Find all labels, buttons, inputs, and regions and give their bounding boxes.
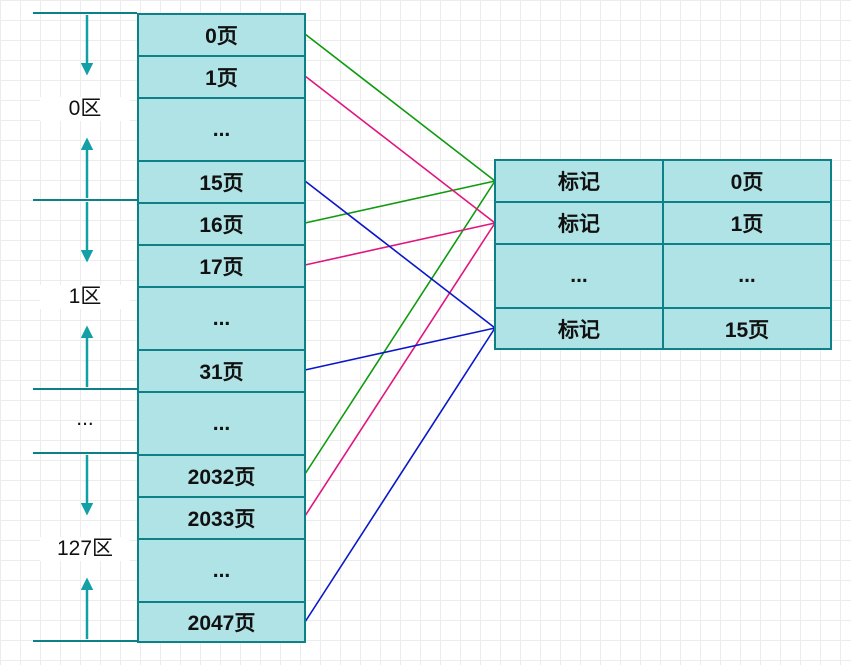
page-cell-ellipsis: ... bbox=[137, 286, 306, 351]
page-cell-label: 31页 bbox=[199, 361, 244, 384]
page-cell-label: 2032页 bbox=[187, 466, 256, 489]
map-line-blue bbox=[304, 327, 496, 623]
mark-page-cell: 15页 bbox=[662, 307, 832, 350]
zone-label-0: 0区 bbox=[40, 97, 130, 121]
page-cell-15: 15页 bbox=[137, 160, 306, 204]
map-line-blue bbox=[304, 180, 496, 329]
mark-page-label: ... bbox=[738, 264, 756, 287]
page-cell-label: 1页 bbox=[205, 67, 238, 90]
mark-page-label: 1页 bbox=[730, 213, 764, 236]
map-line-green bbox=[304, 180, 496, 475]
page-cell-1: 1页 bbox=[137, 55, 306, 99]
page-cell-ellipsis: ... bbox=[137, 538, 306, 603]
page-cell-label: 15页 bbox=[199, 172, 244, 195]
zone-label-1: 1区 bbox=[40, 285, 130, 309]
page-cell-2032: 2032页 bbox=[137, 454, 306, 498]
page-cell-ellipsis: ... bbox=[137, 391, 306, 456]
mark-page-cell: 0页 bbox=[662, 159, 832, 203]
page-cell-2047: 2047页 bbox=[137, 601, 306, 643]
page-cell-label: 17页 bbox=[199, 256, 244, 279]
page-cell-label: 16页 bbox=[199, 214, 244, 237]
page-cell-label: 0页 bbox=[205, 25, 238, 48]
page-cell-ellipsis: ... bbox=[137, 97, 306, 162]
mark-label: ... bbox=[570, 264, 588, 287]
mark-label: 标记 bbox=[558, 318, 600, 342]
mark-cell: 标记 bbox=[494, 159, 664, 203]
page-cell-0: 0页 bbox=[137, 13, 306, 57]
map-line-green bbox=[304, 33, 496, 182]
map-line-blue bbox=[304, 327, 496, 371]
map-line-pink bbox=[304, 222, 496, 517]
page-cell-2033: 2033页 bbox=[137, 496, 306, 540]
mark-page-cell: 1页 bbox=[662, 201, 832, 245]
page-cell-label: ... bbox=[212, 411, 231, 435]
zone-label-ellipsis: ... bbox=[76, 407, 94, 430]
page-cell-label: ... bbox=[212, 117, 231, 141]
page-cell-label: 2033页 bbox=[187, 508, 256, 531]
mark-page-cell: ... bbox=[662, 243, 832, 309]
mark-label: 标记 bbox=[558, 171, 600, 194]
map-line-pink bbox=[304, 222, 496, 266]
zone-label-127: 127区 bbox=[40, 537, 130, 561]
page-cell-16: 16页 bbox=[137, 202, 306, 246]
page-cell-31: 31页 bbox=[137, 349, 306, 393]
mark-page-label: 0页 bbox=[730, 171, 764, 194]
mark-page-label: 15页 bbox=[724, 318, 770, 342]
mark-label: 标记 bbox=[558, 213, 600, 236]
page-cell-label: ... bbox=[212, 558, 231, 582]
page-cell-17: 17页 bbox=[137, 244, 306, 288]
mark-cell: 标记 bbox=[494, 307, 664, 350]
page-cell-label: ... bbox=[212, 306, 231, 330]
mark-cell: ... bbox=[494, 243, 664, 309]
page-cell-label: 2047页 bbox=[187, 612, 256, 635]
map-line-green bbox=[304, 180, 496, 224]
map-line-pink bbox=[304, 75, 496, 224]
mark-cell: 标记 bbox=[494, 201, 664, 245]
